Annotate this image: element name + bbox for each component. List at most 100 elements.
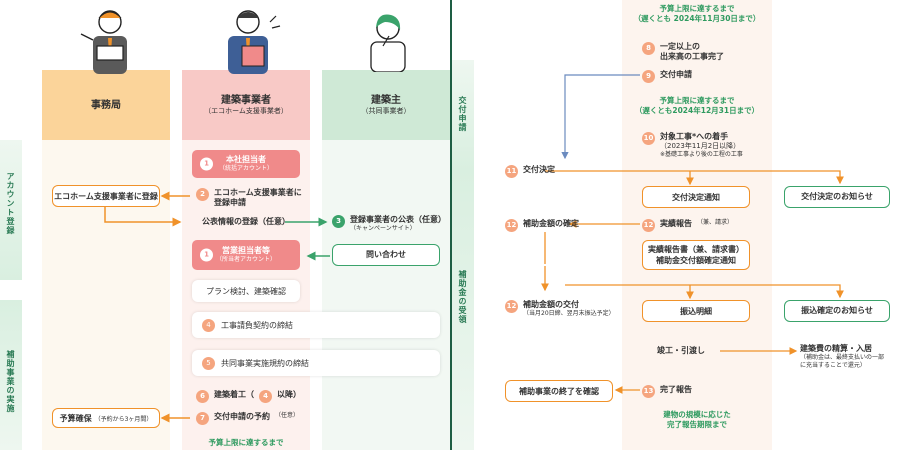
phase-stripe-project — [0, 300, 22, 450]
transfer-notice-box: 振込確定のお知らせ — [784, 300, 890, 322]
builder-subtitle: （エコホーム支援事業者） — [204, 106, 288, 115]
settlement-sub1: （補助金は、最終支払いの一部 — [800, 354, 885, 362]
step-11-label: 交付決定 — [523, 165, 555, 174]
step-8-line2: 出来高の工事完了 — [660, 52, 724, 62]
office-register-label: エコホーム支援事業者に登録 — [54, 191, 158, 201]
right-top-note-line1: 予算上限に達するまで — [659, 4, 735, 13]
right-top-note-line2: （遅くとも 2024年11月30日まで） — [633, 14, 761, 24]
owner-illustration — [370, 14, 406, 72]
step-7-number: 7 — [196, 412, 209, 425]
step-4-number: 4 — [202, 318, 215, 332]
phase-receive-label: 補助金の受領 — [458, 270, 467, 324]
step-12b-sub: （当月20日締、翌月末振込予定） — [523, 310, 615, 318]
step-12-amount-confirm: 12 補助金額の確定 — [505, 219, 579, 232]
transfer-detail-box: 振込明細 — [642, 300, 750, 322]
decision-notice-box: 交付決定通知 — [642, 186, 750, 208]
step-4-label: 工事請負契約の締結 — [221, 320, 293, 330]
left-budget-note: 予算上限に達するまで — [208, 438, 284, 447]
report-doc-line2: 補助金交付額確定通知 — [656, 256, 736, 265]
right-top-note: 予算上限に達するまで （遅くとも 2024年11月30日まで） — [622, 4, 772, 24]
settlement-sub2: に充当することで還元） — [800, 362, 866, 370]
decision-letter-label: 交付決定のお知らせ — [801, 191, 873, 201]
step-4-box: 4 工事請負契約の締結 — [192, 312, 440, 338]
decision-notice-label: 交付決定通知 — [672, 192, 720, 202]
step-13-number: 13 — [642, 385, 655, 398]
right-note-2-line2: （遅くとも2024年12月31日まで） — [634, 106, 760, 116]
right-note-3-line1: 建物の規模に応じた — [663, 410, 731, 419]
office-register-box: エコホーム支援事業者に登録 — [52, 185, 160, 207]
step-2-label: エコホーム支援事業者に登録申請 — [214, 188, 302, 208]
step-9-number: 9 — [642, 70, 655, 83]
step-3-number: 3 — [332, 215, 345, 228]
right-note-2: 予算上限に達するまで （遅くとも2024年12月31日まで） — [622, 96, 772, 116]
owner-title: 建築主 — [371, 94, 401, 106]
budget-secure-box: 予算確保 （予約から3ヶ月間） — [52, 408, 160, 428]
confirm-end-label: 補助事業の終了を確認 — [519, 386, 599, 396]
step-12-report-label: 実績報告 — [660, 219, 692, 228]
budget-secure-sub: （予約から3ヶ月間） — [94, 415, 153, 423]
step-7: 7 交付申請の予約 （任意） — [196, 412, 299, 425]
step-12b-number: 12 — [505, 300, 518, 313]
step-13: 13 完了報告 — [642, 385, 692, 398]
step-3-sub: （キャンペーンサイト） — [350, 225, 416, 233]
report-doc-line1: 実績報告書（兼、請求書） — [648, 244, 744, 254]
step-12a-number: 12 — [505, 219, 518, 232]
step-6-label-b: 以降） — [277, 390, 301, 399]
phase-stripe-apply — [452, 60, 474, 170]
step-1-label: 本社担当者 — [226, 154, 266, 164]
step-9: 9 交付申請 — [642, 70, 692, 83]
phase-stripe-account — [0, 140, 22, 280]
step-12-report-number: 12 — [642, 219, 655, 232]
step-8-number: 8 — [642, 42, 655, 55]
transfer-detail-label: 振込明細 — [680, 306, 712, 316]
builder-staff-illustration — [228, 10, 281, 74]
step-9-label: 交付申請 — [660, 70, 692, 79]
handover-label: 竣工・引渡し — [657, 346, 705, 355]
owner-subtitle: （共同事業者） — [361, 106, 411, 115]
step-12a-label: 補助金額の確定 — [523, 219, 579, 228]
step-10: 10 対象工事*への着手（2023年11月2日以降）※基礎工事より後の工程の工事 — [642, 132, 743, 159]
step-1-sales-sub: （所当者アカウント） — [215, 256, 276, 264]
confirm-end-box: 補助事業の終了を確認 — [505, 380, 613, 402]
step-1-number: 1 — [200, 157, 213, 171]
step-3: 3 登録事業者の公表（任意）（キャンペーンサイト） — [332, 215, 450, 233]
step-12b-label: 補助金額の交付 — [523, 300, 579, 309]
phase-stripe-receive — [452, 170, 474, 450]
step-5-number: 5 — [202, 356, 215, 370]
right-note-3-line2: 完了報告期限まで — [667, 420, 727, 430]
step-6-number: 6 — [196, 390, 209, 403]
step-5-label: 共同事業実施規約の締結 — [221, 358, 309, 368]
owner-header: 建築主 （共同事業者） — [322, 70, 450, 140]
step-1-head-office: 1 本社担当者 （統括アカウント） — [192, 150, 300, 178]
step-1-sub: （統括アカウント） — [218, 165, 273, 173]
step-6-label-a: 建築着工（ — [214, 390, 254, 399]
settlement-label: 建築費の精算・入居 — [800, 344, 872, 353]
step-2-number: 2 — [196, 188, 209, 201]
budget-secure-label: 予算確保 — [59, 413, 92, 423]
step-11-number: 11 — [505, 165, 518, 178]
phase-apply-label: 交付申請 — [458, 96, 467, 132]
step-6-ref-number: 4 — [259, 390, 272, 403]
step-11: 11 交付決定 — [505, 165, 555, 178]
step-10-line1: 対象工事*への着手 — [660, 132, 729, 141]
builder-title: 建築事業者 — [221, 94, 271, 106]
step-12-report-sub: （兼、請求） — [697, 219, 734, 226]
report-doc-box: 実績報告書（兼、請求書） 補助金交付額確定通知 — [642, 240, 750, 270]
step-8-line1: 一定以上の — [660, 42, 700, 51]
step-6: 6 建築着工（ 4 以降） — [196, 390, 301, 403]
step-1-sales-label: 営業担当者等 — [222, 245, 270, 255]
right-note-3: 建物の規模に応じた 完了報告期限まで — [622, 410, 772, 430]
office-title: 事務局 — [91, 99, 121, 111]
inquiry-label: 問い合わせ — [366, 249, 406, 259]
step-1-sales: 1 営業担当者等 （所当者アカウント） — [192, 240, 300, 270]
phase-project-label: 補助事業の実施 — [6, 350, 15, 413]
step-7-label: 交付申請の予約 — [214, 412, 270, 421]
decision-letter-box: 交付決定のお知らせ — [784, 186, 890, 208]
step-10-number: 10 — [642, 132, 655, 145]
step-10-line3: ※基礎工事より後の工程の工事 — [660, 151, 743, 159]
step-10-line2: （2023年11月2日以降） — [660, 142, 741, 151]
office-staff-illustration — [80, 10, 127, 74]
public-info-register: 公表情報の登録（任意） — [202, 217, 290, 226]
